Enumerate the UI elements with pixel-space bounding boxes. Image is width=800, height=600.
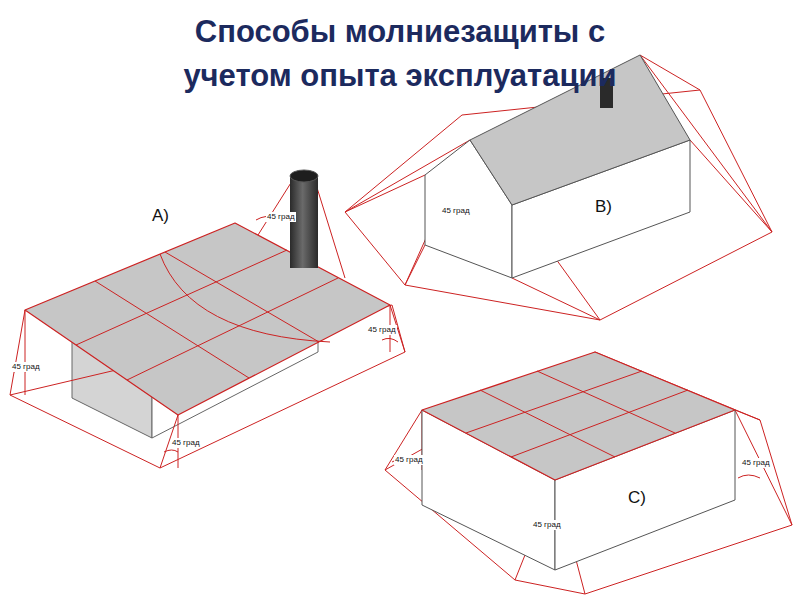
angle-label: 45 град — [394, 455, 424, 465]
angle-label: 45 град — [441, 206, 471, 216]
page-title: Способы молниезащиты с учетом опыта эксп… — [145, 10, 655, 98]
angle-label: 45 град — [11, 362, 41, 372]
part-letter: A) — [152, 206, 169, 226]
angle-label: 45 град — [741, 458, 771, 468]
building-a — [10, 170, 405, 468]
angle-label: 45 град — [532, 520, 562, 530]
part-letter: B) — [595, 197, 612, 217]
part-letter: C) — [628, 488, 646, 508]
angle-label: 45 град — [266, 212, 296, 222]
angle-label: 45 град — [171, 438, 201, 448]
angle-label: 45 град — [367, 325, 397, 335]
building-c — [385, 352, 792, 594]
building-b — [345, 55, 772, 320]
